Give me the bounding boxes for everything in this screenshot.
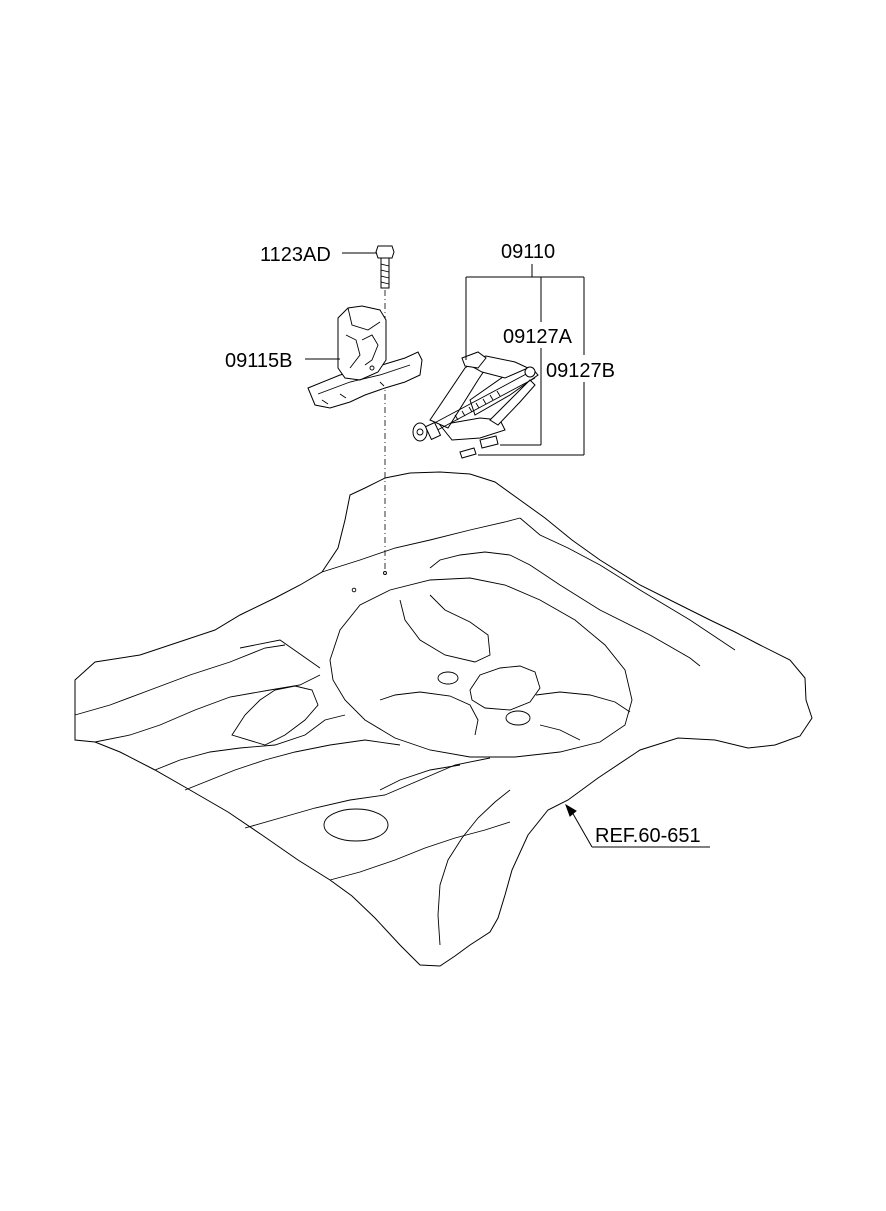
- callout-09127b: 09127B: [546, 360, 615, 382]
- callout-ref-60-651: REF.60-651: [595, 825, 701, 847]
- scissor-jack-drawing: [412, 351, 539, 459]
- callout-09127a: 09127A: [503, 326, 573, 348]
- callout-09110: 09110: [501, 241, 555, 263]
- leader-lines: [305, 252, 710, 848]
- floor-panel-drawing: [74, 471, 813, 967]
- jack-bracket-drawing: [307, 305, 423, 409]
- callout-1123ad: 1123AD: [260, 244, 331, 266]
- bolt-drawing: [375, 245, 395, 575]
- callout-09115b: 09115B: [225, 350, 292, 372]
